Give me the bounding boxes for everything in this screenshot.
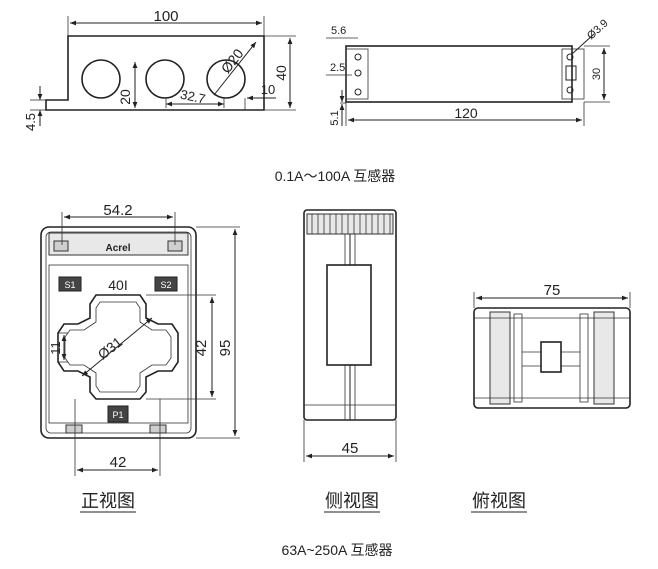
dim-height: 95 bbox=[217, 340, 234, 357]
dim-window-width: 42 bbox=[110, 454, 127, 471]
dim-slot: 11 bbox=[48, 341, 63, 355]
caption-front-view: 正视图 bbox=[81, 491, 135, 511]
dim-small-height: 40 bbox=[273, 65, 289, 81]
primary-hole-1 bbox=[81, 59, 121, 99]
terminal-s2 bbox=[154, 276, 178, 292]
terminal-p1-label: P1 bbox=[112, 410, 123, 420]
caption-side-view: 侧视图 bbox=[325, 491, 379, 511]
caption-top-view: 俯视图 bbox=[472, 491, 526, 511]
dim-top-width: 54.2 bbox=[103, 202, 132, 219]
large-ct-front-view: Acrel S1 S2 P1 40I Ø31 54.2 11 42 bbox=[40, 202, 240, 476]
dim-top-view-width: 75 bbox=[544, 282, 561, 299]
terminal-s2-label: S2 bbox=[160, 280, 171, 290]
primary-hole-3 bbox=[206, 59, 246, 99]
dim-side-hole-diameter: Ø3.9 bbox=[585, 17, 611, 42]
dim-side-mid-offset: 2.5 bbox=[330, 62, 345, 74]
dim-side-height: 30 bbox=[591, 68, 603, 80]
top-caption: 0.1A～100A 互感器 bbox=[275, 168, 396, 184]
dim-side-bottom-offset: 5.1 bbox=[329, 110, 341, 125]
small-ct-front-view: 100 40 20 32.7 Ø20 10 4.5 bbox=[23, 8, 296, 131]
dim-small-hole: 20 bbox=[117, 89, 133, 105]
dim-window-height: 42 bbox=[193, 340, 210, 357]
dim-side-top-offset: 5.6 bbox=[331, 25, 346, 37]
dim-small-edge: 10 bbox=[261, 82, 275, 97]
dim-side-length: 120 bbox=[454, 105, 478, 121]
terminal-s1-label: S1 bbox=[64, 280, 75, 290]
model-label: 40I bbox=[108, 277, 127, 293]
dim-small-base: 4.5 bbox=[23, 113, 38, 131]
dim-small-width: 100 bbox=[153, 8, 178, 25]
dim-small-hole-diameter: Ø20 bbox=[218, 45, 247, 76]
brand-label: Acrel bbox=[105, 243, 130, 254]
primary-hole-2 bbox=[145, 59, 185, 99]
bottom-caption: 63A~250A 互感器 bbox=[282, 542, 393, 558]
terminal-p1 bbox=[107, 405, 129, 423]
large-ct-side-view: 45 bbox=[303, 209, 397, 462]
dim-small-pitch: 32.7 bbox=[179, 87, 207, 107]
large-ct-top-view: 75 bbox=[473, 282, 631, 409]
terminal-s1 bbox=[58, 276, 82, 292]
small-ct-side-view: 5.6 2.5 5.1 120 Ø3.9 30 bbox=[326, 17, 611, 126]
dim-depth: 45 bbox=[342, 440, 359, 457]
dim-window-diameter: Ø31 bbox=[95, 333, 126, 362]
